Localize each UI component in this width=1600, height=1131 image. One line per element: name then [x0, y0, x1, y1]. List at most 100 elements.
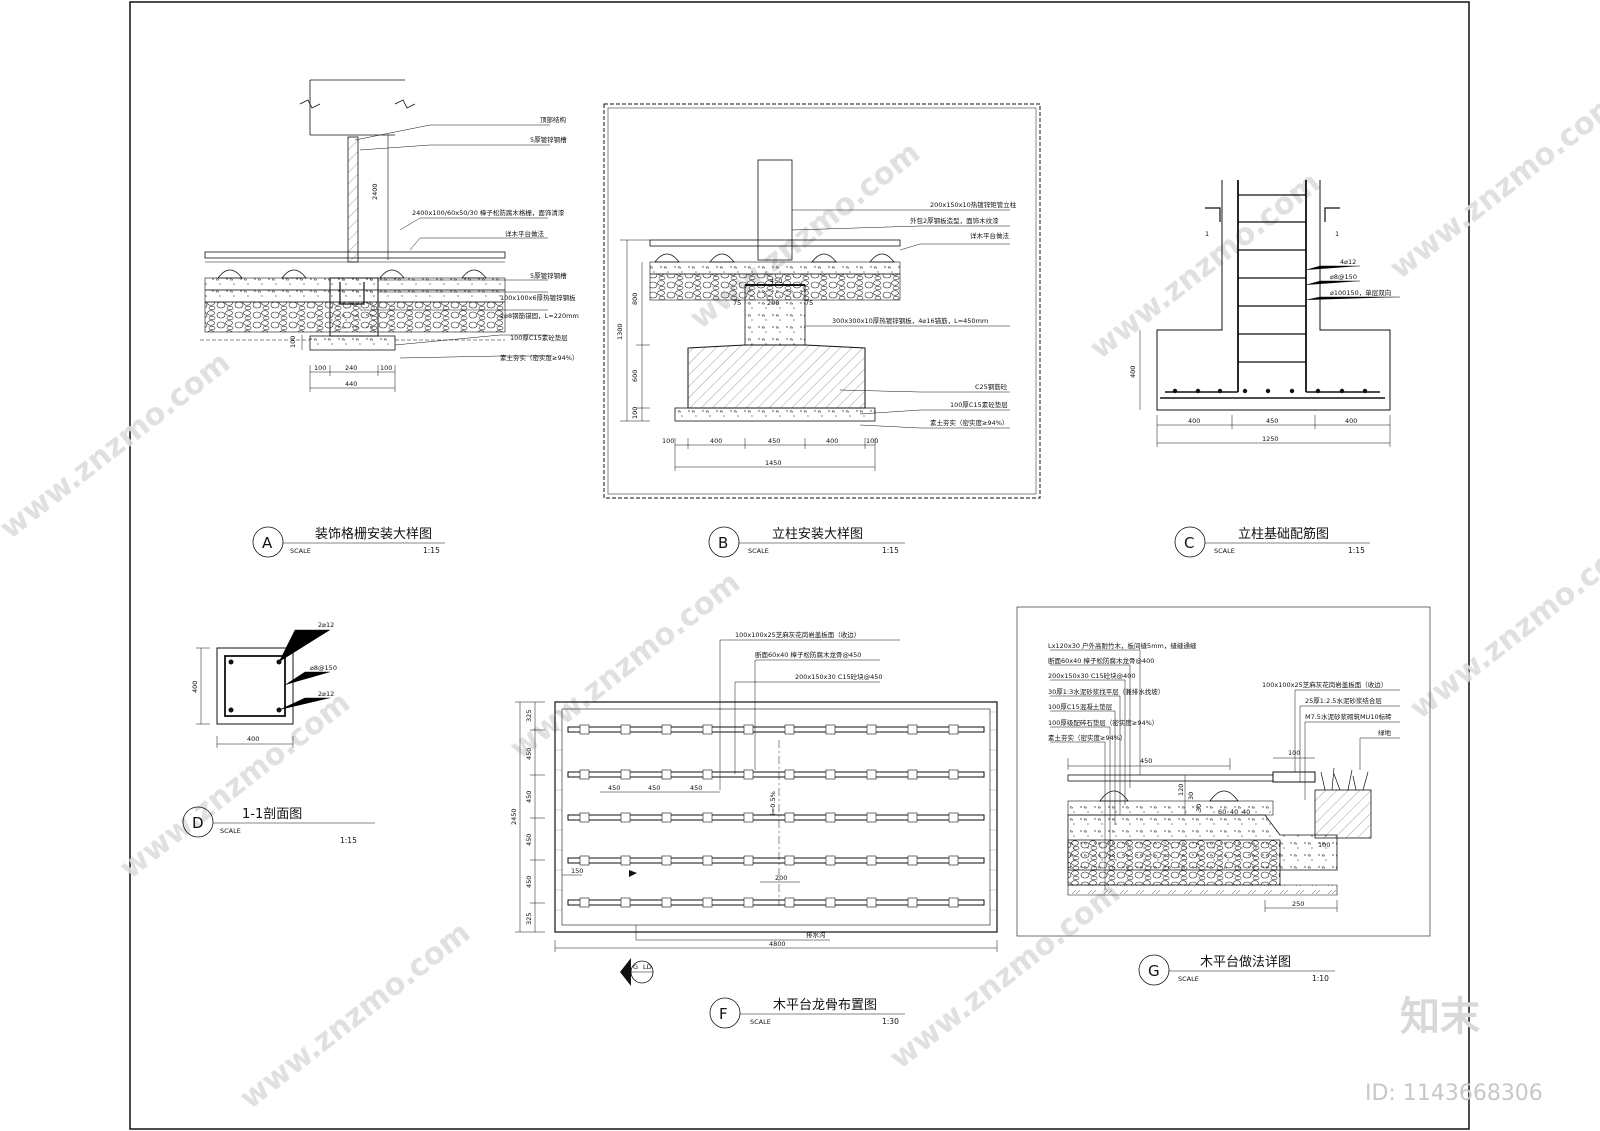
concrete-block — [661, 769, 672, 780]
dimension-label: 325 — [525, 710, 533, 722]
dimension-label: 400 — [826, 437, 838, 445]
annotation: 2⌀12 — [318, 621, 334, 629]
dimension-label: 400 — [710, 437, 722, 445]
concrete-block — [579, 812, 590, 823]
concrete-block — [702, 724, 713, 735]
dimension-label: 1450 — [765, 459, 782, 467]
annotation: ⌀100150，单层双向 — [1330, 288, 1391, 297]
concrete-block — [866, 897, 877, 908]
concrete-block — [743, 724, 754, 735]
image-id: ID: 1143668306 — [1365, 1081, 1543, 1106]
annotation: 断面60x40 樟子松防腐木龙骨@450 — [755, 650, 861, 659]
concrete-block — [661, 855, 672, 866]
annotation: 2⌀8钢筋锚固，L=220mm — [500, 311, 579, 320]
dimension-label: 150 — [571, 867, 583, 875]
dimension-label: 2400 — [371, 183, 379, 200]
detail-b-post-installation: 200x150x10热镀锌矩管立柱 外包2厚钢板造型，面饰木纹漆 详木平台做法 … — [603, 103, 1041, 499]
dimension-label: 100 — [380, 364, 392, 372]
scale-value: 1:10 — [1312, 974, 1329, 983]
detail-letter: D — [192, 814, 204, 832]
annotation: 排水沟 — [806, 930, 826, 939]
detail-title: 木平台龙骨布置图 — [773, 998, 877, 1013]
dimension-label: 400 — [247, 735, 259, 743]
dimension-label: 450 — [690, 784, 702, 792]
annotation: M7.5水泥砂浆砌筑MU10标砖 — [1305, 712, 1392, 721]
dimension-label: 1300 — [616, 323, 624, 340]
annotation: 100厚C15素砼垫层 — [510, 333, 568, 342]
dimension-label: 400 — [1345, 417, 1357, 425]
dimension-label: 100 — [1318, 841, 1330, 849]
concrete-block — [907, 855, 918, 866]
annotation: 素土夯实（密实度≥94%） — [930, 418, 1008, 427]
flag-marker — [629, 870, 637, 877]
dimension-label: 1250 — [1262, 435, 1279, 443]
concrete-block — [948, 724, 959, 735]
concrete-block — [825, 769, 836, 780]
annotation: 4⌀12 — [1340, 258, 1356, 266]
detail-letter: B — [718, 534, 728, 552]
concrete-block — [784, 812, 795, 823]
scale-label: SCALE — [750, 1018, 771, 1026]
scale-label: SCALE — [220, 827, 241, 835]
concrete-block — [579, 855, 590, 866]
concrete-block — [620, 769, 631, 780]
dimension-label: 400 — [1129, 366, 1137, 378]
concrete-block — [661, 724, 672, 735]
dimension-label: 450 — [1140, 757, 1152, 765]
detail-title: 木平台做法详图 — [1200, 955, 1291, 970]
annotation: 2400x100/60x50/30 樟子松防腐木格栅，面饰清漆 — [412, 208, 565, 217]
concrete-block — [784, 724, 795, 735]
annotation: 外包2厚钢板造型，面饰木纹漆 — [910, 216, 999, 225]
brand-logo: 知末 — [1400, 994, 1480, 1040]
dimension-label: 250 — [1292, 900, 1304, 908]
scale-value: 1:15 — [1348, 546, 1365, 555]
annotation: Lx120x30 户外高耐竹木，板间缝5mm，缝缝通缝 — [1048, 641, 1197, 650]
concrete-block — [784, 769, 795, 780]
concrete-block — [743, 855, 754, 866]
concrete-block — [948, 769, 959, 780]
concrete-block — [948, 855, 959, 866]
annotation: 200x150x30 C15砼块@450 — [795, 672, 883, 681]
concrete-block — [784, 897, 795, 908]
slope-label: i=0.5% — [769, 791, 777, 815]
annotation: 详木平台做法 — [970, 231, 1010, 240]
concrete-block — [784, 855, 795, 866]
scale-label: SCALE — [1178, 975, 1199, 983]
watermark-text: www.znzmo.com — [1383, 85, 1600, 286]
dimension-label: 100 — [1288, 749, 1300, 757]
concrete-block — [825, 897, 836, 908]
annotation: 100x100x25芝麻灰花岗岩盖板面（收边） — [735, 630, 860, 639]
detail-letter: A — [262, 534, 273, 552]
annotation: 200x150x30 C15砼块@400 — [1048, 671, 1136, 680]
concrete-block — [866, 724, 877, 735]
concrete-block — [579, 897, 590, 908]
dimension-label: 440 — [345, 380, 357, 388]
detail-title: 1-1剖面图 — [242, 807, 302, 822]
annotation: 100厚C15混凝土垫层 — [1048, 702, 1113, 711]
scale-value: 1:15 — [423, 546, 440, 555]
detail-d-title-block: D 1-1剖面图 SCALE 1:15 — [182, 806, 375, 845]
annotation: 顶部结构 — [540, 115, 567, 124]
dimension-label: 30 — [1187, 792, 1195, 800]
concrete-block — [866, 769, 877, 780]
detail-a-grille-installation: 2400 顶部结构 5厚镀锌钢槽 2400x100/60x50/30 樟子松防腐… — [200, 79, 579, 392]
dimension-label: 450 — [525, 791, 533, 803]
concrete-block — [743, 769, 754, 780]
detail-letter: G — [1148, 962, 1160, 980]
concrete-block — [702, 812, 713, 823]
scale-label: SCALE — [290, 547, 311, 555]
detail-a-title-block: A 装饰格栅安装大样图 SCALE 1:15 — [252, 526, 445, 558]
scale-label: SCALE — [748, 547, 769, 555]
watermark-text: www.znzmo.com — [0, 345, 237, 546]
section-mark: 1 — [1205, 230, 1209, 238]
annotation: 300x300x10厚热镀锌钢板，4⌀16锚筋，L=450mm — [832, 316, 988, 325]
concrete-block — [907, 897, 918, 908]
dimension-label: 400 — [1188, 417, 1200, 425]
dimension-label: 450 — [525, 834, 533, 846]
concrete-block — [866, 855, 877, 866]
concrete-block — [825, 812, 836, 823]
concrete-block — [702, 769, 713, 780]
annotation: 5厚镀锌钢槽 — [530, 135, 567, 144]
detail-f-title-block: F 木平台龙骨布置图 SCALE 1:30 — [709, 997, 905, 1029]
